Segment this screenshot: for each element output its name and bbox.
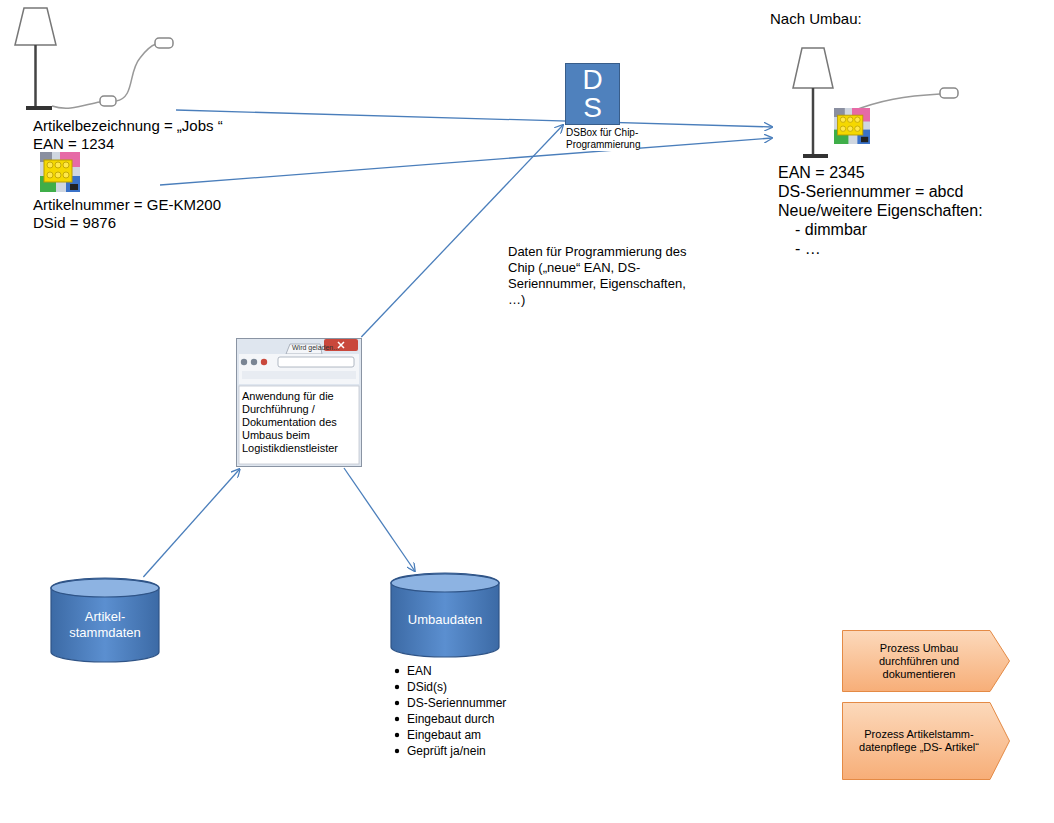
bullet-item: DSid(s): [407, 679, 447, 695]
tab-title: Wird geladen...: [292, 343, 339, 352]
annotation: - …: [795, 238, 821, 259]
node-label: Umbaudaten: [403, 612, 487, 628]
annotation: DS-Seriennummer = abcd: [778, 181, 963, 202]
database-cylinder: Artikel- stammdaten: [50, 578, 160, 662]
browser-window: Anwendung für die Durchführung / Dokumen…: [236, 338, 362, 467]
bullet-item: Eingebaut durch: [407, 711, 494, 727]
node-label: D S: [577, 66, 608, 122]
bullet-item: Eingebaut am: [407, 727, 481, 743]
chip-icon: [834, 108, 870, 144]
annotation: Neue/weitere Eigenschaften:: [778, 200, 983, 221]
node-label: Artikel- stammdaten: [63, 609, 147, 641]
connector-arrow: [344, 468, 415, 571]
annotation: EAN = 1234: [33, 134, 114, 154]
flow-arrow: [160, 138, 772, 185]
flow-arrow: [176, 110, 772, 127]
annotation: EAN = 2345: [778, 162, 865, 183]
database-cylinder: Umbaudaten: [390, 573, 500, 657]
connector-arrow: [143, 469, 239, 577]
lamp-after: [793, 48, 958, 156]
node-label: Prozess Umbau durchführen und dokumentie…: [852, 642, 986, 681]
chip-icon: [40, 152, 80, 192]
node-label: Prozess Artikelstamm- datenpflege „DS- A…: [852, 728, 986, 754]
node-label: Anwendung für die Durchführung / Dokumen…: [242, 390, 357, 455]
annotation: Nach Umbau:: [770, 9, 862, 29]
annotation: - dimmbar: [795, 219, 867, 240]
process-chevron: Prozess Artikelstamm- datenpflege „DS- A…: [842, 702, 1010, 780]
bullet-item: DS-Seriennummer: [407, 695, 506, 711]
annotation: DSid = 9876: [33, 213, 116, 233]
process-chevron: Prozess Umbau durchführen und dokumentie…: [842, 630, 1010, 692]
lamp-before: [15, 8, 173, 108]
bullet-item: Geprüft ja/nein: [407, 743, 486, 759]
chip-box: D SDSBox für Chip- Programmierung: [565, 63, 620, 125]
edge-label: Daten für Programmierung des Chip („neue…: [506, 243, 690, 309]
annotation: Artikelnummer = GE-KM200: [33, 195, 221, 215]
bullet-dots: [395, 669, 399, 753]
annotation: Artikelbezeichnung = „Jobs “: [33, 116, 223, 136]
box-caption: DSBox für Chip- Programmierung: [566, 127, 640, 151]
bullet-item: EAN: [407, 663, 432, 679]
